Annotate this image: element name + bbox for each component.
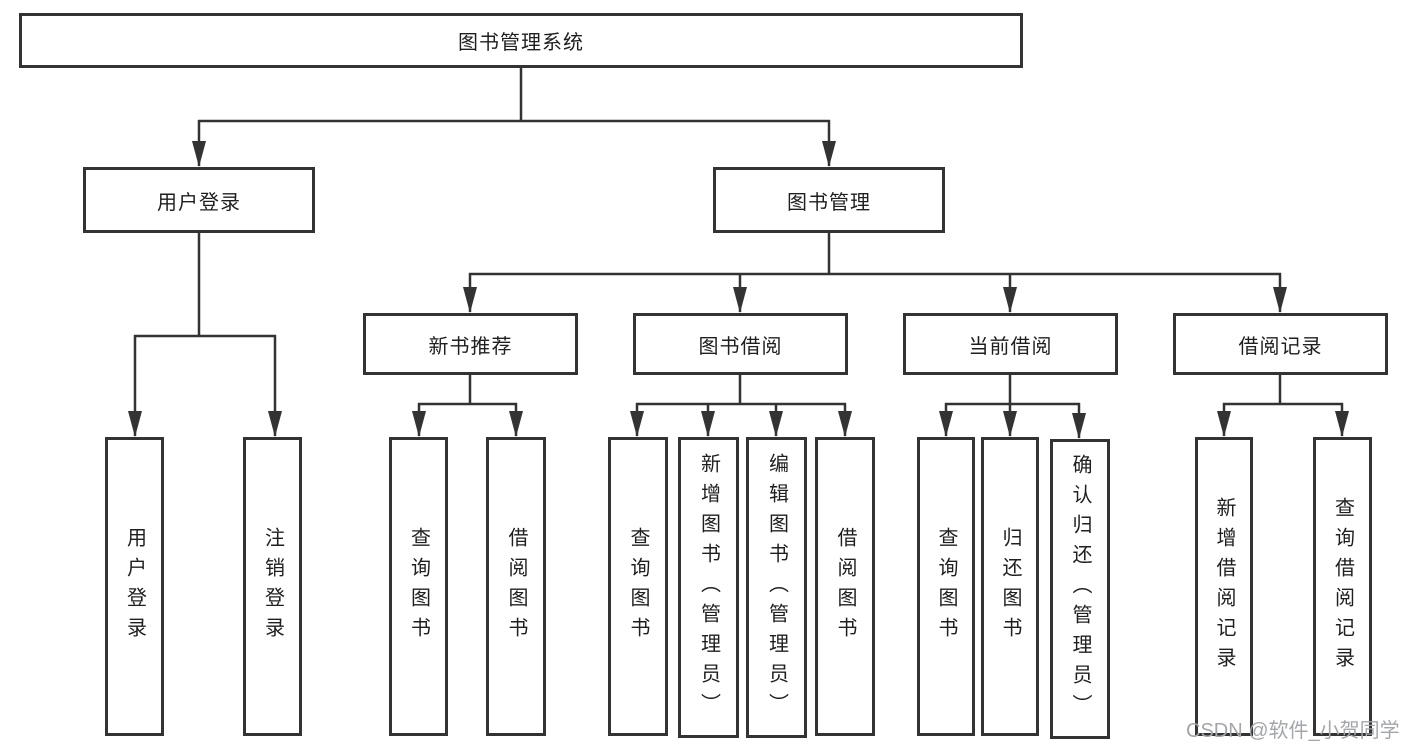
node-root-label: 图书管理系统 [458,32,584,54]
node-current-borrowing-label: 当前借阅 [968,335,1053,358]
leaf-query-books-2: 查询图书 [608,437,668,736]
leaf-query-books-2-label: 查询图书 [627,526,649,647]
leaf-edit-books-admin: 编辑图书（管理员） [746,437,807,738]
leaf-add-borrow-record-label: 新增借阅记录 [1213,496,1235,677]
node-book-borrowing-label: 图书借阅 [698,335,783,358]
leaf-add-borrow-record: 新增借阅记录 [1195,437,1253,736]
connector-new-book-recommend [412,375,523,437]
node-user-login-label: 用户登录 [157,191,241,214]
leaf-confirm-return-admin-label: 确认归还（管理员） [1069,454,1091,724]
leaf-add-books-admin: 新增图书（管理员） [678,437,739,738]
node-user-login: 用户登录 [83,167,315,233]
leaf-query-books-1-label: 查询图书 [407,526,430,647]
leaf-borrow-books-1: 借阅图书 [486,437,546,736]
leaf-query-borrow-record: 查询借阅记录 [1313,437,1372,736]
leaf-query-borrow-record-label: 查询借阅记录 [1331,496,1354,677]
node-new-book-recommend: 新书推荐 [363,313,578,375]
node-borrow-records: 借阅记录 [1173,313,1388,375]
node-borrow-records-label: 借阅记录 [1238,335,1323,358]
leaf-return-books: 归还图书 [981,437,1039,736]
leaf-edit-books-admin-label: 编辑图书（管理员） [765,452,788,723]
connector-user-login [128,233,282,437]
connector-root [192,68,836,167]
leaf-query-books-3: 查询图书 [917,437,975,736]
leaf-borrow-books-1-label: 借阅图书 [505,526,527,647]
connector-borrow-records [1217,375,1349,437]
node-book-management-label: 图书管理 [787,191,871,214]
node-current-borrowing: 当前借阅 [903,313,1118,375]
connector-current-borrowing [939,375,1086,439]
node-book-management: 图书管理 [713,167,945,233]
connector-book-management [463,233,1287,313]
connector-book-borrowing [630,375,852,437]
leaf-logout-login-label: 注销登录 [261,526,284,647]
node-book-borrowing: 图书借阅 [633,313,848,375]
leaf-query-books-1: 查询图书 [389,437,448,736]
leaf-borrow-books-2-label: 借阅图书 [834,526,856,647]
node-root: 图书管理系统 [19,13,1023,68]
node-new-book-recommend-label: 新书推荐 [428,335,513,358]
leaf-return-books-label: 归还图书 [999,526,1021,647]
leaf-add-books-admin-label: 新增图书（管理员） [697,452,720,723]
leaf-user-login-label: 用户登录 [123,526,146,647]
leaf-confirm-return-admin: 确认归还（管理员） [1050,439,1110,739]
leaf-logout-login: 注销登录 [243,437,302,736]
leaf-query-books-3-label: 查询图书 [935,526,957,647]
leaf-user-login: 用户登录 [105,437,164,736]
leaf-borrow-books-2: 借阅图书 [815,437,875,736]
